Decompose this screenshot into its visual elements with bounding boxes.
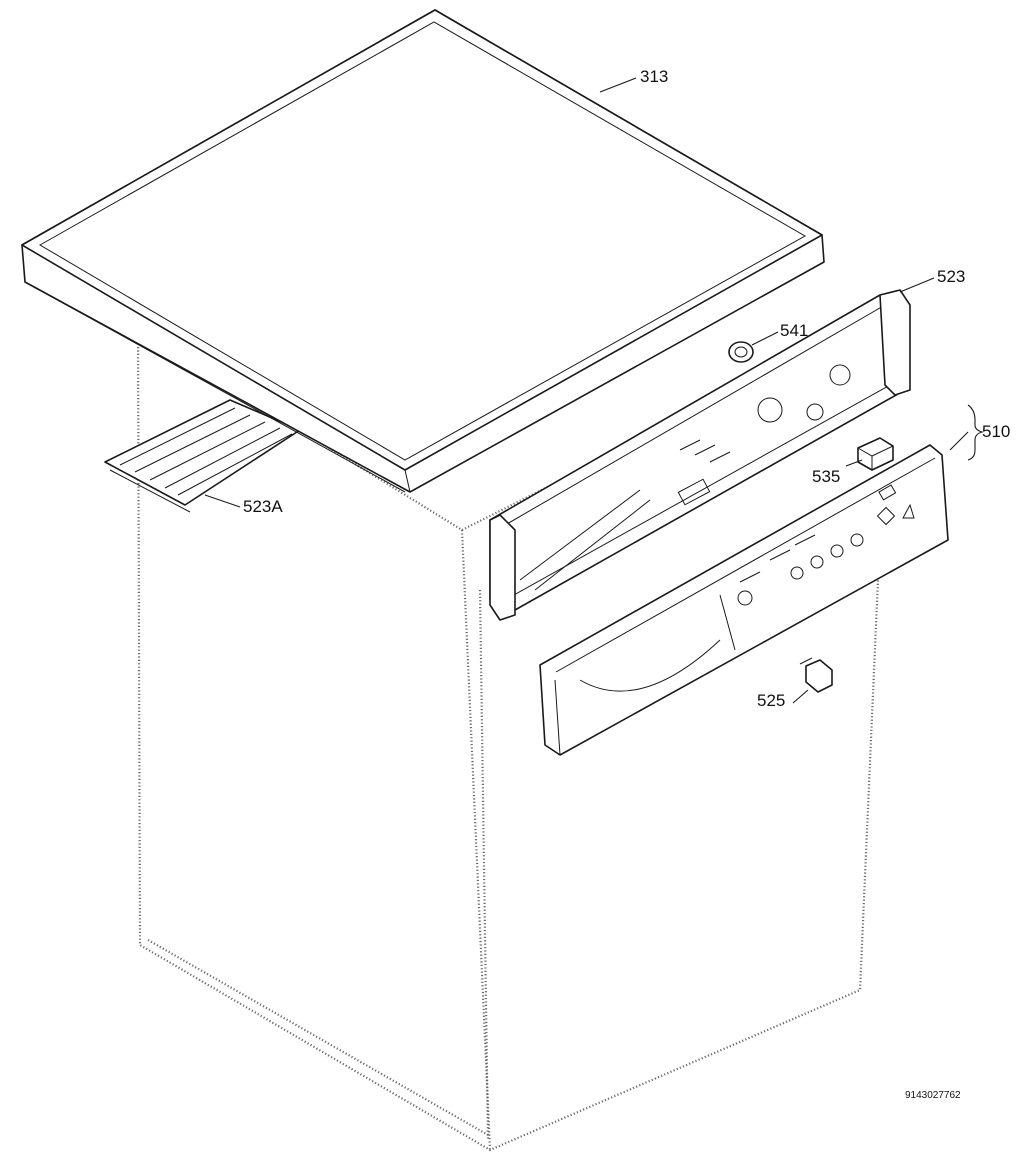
label-knob-bushing: 541	[780, 321, 808, 340]
leader-lines	[204, 77, 984, 704]
document-number: 9143027762	[905, 1090, 961, 1101]
label-panel-assembly: 510	[982, 422, 1010, 441]
door-knob-part	[799, 657, 833, 693]
label-side-rail: 523A	[243, 497, 283, 516]
label-door-knob: 525	[757, 691, 785, 710]
knob-bushing-part	[728, 341, 754, 363]
panel-assembly-part	[539, 444, 949, 756]
top-lid-part	[21, 9, 825, 493]
label-control-bracket: 523	[937, 267, 965, 286]
control-bracket-part	[489, 289, 911, 621]
label-indicator-lens: 535	[812, 467, 840, 486]
label-top-lid: 313	[640, 67, 668, 86]
indicator-lens-part	[857, 437, 894, 471]
